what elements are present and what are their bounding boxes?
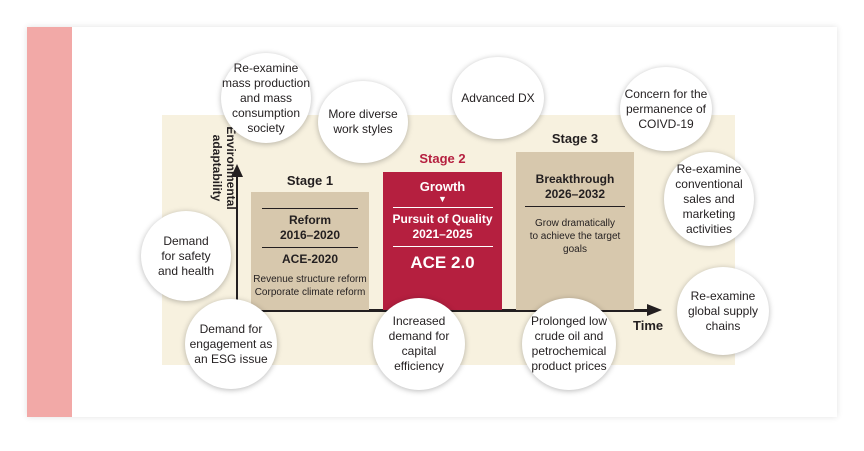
stage2-years: 2021–2025: [412, 227, 473, 241]
stage2-plan: ACE 2.0: [410, 253, 475, 272]
bubble-line: marketing: [682, 206, 736, 221]
y-axis-line: [236, 176, 238, 309]
bubble-line: Re-examine: [676, 161, 742, 176]
bubble-line: Increased: [392, 314, 446, 328]
bubble-line: permanence of: [625, 101, 707, 116]
bubble-line: capital: [401, 344, 437, 358]
bubble-line: product prices: [531, 359, 607, 373]
bubble-line: Re-examine: [690, 288, 756, 303]
bubble-line: conventional: [675, 176, 743, 191]
bubble-line: engagement as: [189, 336, 273, 351]
bubble-line: work styles: [333, 122, 393, 136]
bubble-line: sales and: [683, 191, 735, 206]
bubble-line: global supply: [687, 303, 759, 318]
stage1-note-2: Corporate climate reform: [254, 287, 366, 298]
bubble-line: demand for: [388, 329, 450, 343]
stage3-note-1: Grow dramatically: [534, 218, 616, 229]
bubble-supply-chains: Re-examine global supply chains: [677, 267, 769, 355]
stage1-rule-bottom: [262, 247, 358, 248]
stage3-rule: [525, 206, 625, 207]
bubble-line: mass production: [221, 75, 311, 90]
stage1-rule-top: [262, 208, 358, 209]
bubble-line: activities: [685, 221, 732, 236]
stage2-rule-top: [392, 207, 493, 208]
bubble-work-styles: More diverse work styles: [318, 81, 408, 163]
x-axis-label: Time: [633, 318, 664, 333]
bubble-line: Prolonged low: [530, 314, 608, 328]
stage2-rule-bottom: [392, 246, 493, 247]
bubble-line: Advanced DX: [461, 90, 535, 105]
stage3-note-2: to achieve the target: [529, 231, 621, 242]
accent-strip: [27, 27, 72, 417]
y-axis-arrowhead: [231, 164, 243, 177]
bubble-line: society: [247, 120, 285, 135]
bubble-line: consumption: [231, 105, 301, 120]
stage1-plan: ACE-2020: [281, 252, 339, 266]
bubble-safety-health: Demand for safety and health: [141, 211, 231, 301]
x-axis-arrowhead: [647, 304, 662, 316]
stage2-down-arrow: ▼: [438, 194, 447, 204]
stage1-years: 2016–2020: [279, 228, 341, 242]
bubble-line: Demand for: [199, 321, 263, 336]
bubble-line: More diverse: [328, 107, 398, 121]
bubble-line: chains: [705, 318, 741, 333]
bubble-line: and health: [157, 263, 215, 278]
bubble-esg-engagement: Demand for engagement as an ESG issue: [185, 299, 277, 389]
stage1-note-1: Revenue structure reform: [253, 274, 367, 285]
stage3-years: 2026–2032: [544, 187, 606, 201]
bubble-covid: Concern for the permanence of COIVD-19: [620, 67, 712, 151]
stage3-note-3: goals: [563, 244, 587, 255]
bubble-line: an ESG issue: [194, 351, 268, 366]
bubble-line: Re-examine: [233, 60, 299, 75]
bubble-line: petrochemical: [531, 344, 607, 358]
bubble-line: COIVD-19: [638, 116, 694, 131]
stage2-subname: Pursuit of Quality: [392, 212, 493, 226]
stage1-name: Reform: [288, 213, 331, 227]
stage3-name: Breakthrough: [535, 172, 615, 186]
stage1-box: Reform 2016–2020 ACE-2020 Revenue struct…: [251, 192, 369, 310]
stage2-title: Stage 2: [419, 151, 466, 166]
bubble-line: efficiency: [394, 359, 444, 373]
bubble-line: Concern for the: [624, 86, 708, 101]
stage3-box: Breakthrough 2026–2032 Grow dramatically…: [516, 152, 634, 310]
stage2-name: Growth: [419, 179, 466, 194]
bubble-line: Demand: [163, 233, 209, 248]
stage2-box: Growth ▼ Pursuit of Quality 2021–2025 AC…: [383, 172, 502, 310]
stage1-title: Stage 1: [286, 173, 334, 188]
bubble-crude-oil-prices: Prolonged low crude oil and petrochemica…: [522, 298, 616, 390]
bubble-mass-production: Re-examine mass production and mass cons…: [221, 53, 311, 143]
bubble-line: for safety: [161, 248, 211, 263]
bubble-line: and mass: [239, 90, 292, 105]
bubble-advanced-dx: Advanced DX: [452, 57, 544, 139]
stage3-title: Stage 3: [551, 131, 599, 146]
bubble-line: crude oil and: [534, 329, 604, 343]
bubble-sales-marketing: Re-examine conventional sales and market…: [664, 152, 754, 246]
bubble-capital-efficiency: Increased demand for capital efficiency: [373, 298, 465, 390]
